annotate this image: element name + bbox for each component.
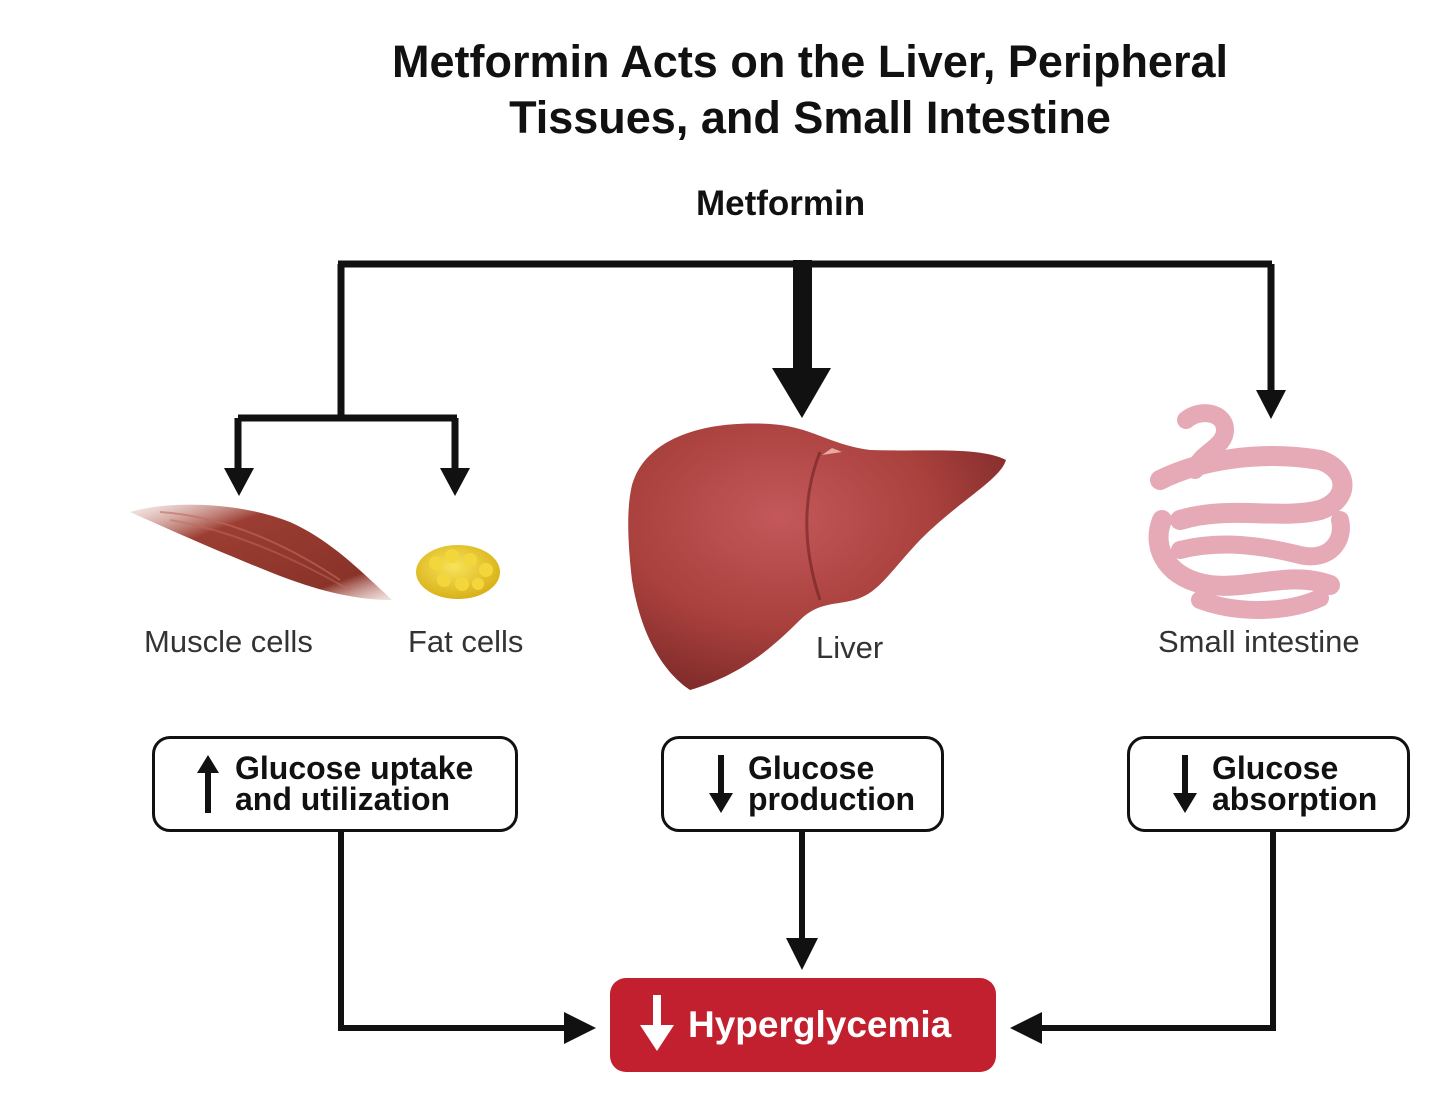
up-arrow-icon <box>181 755 235 813</box>
small-intestine-illustration <box>1148 404 1353 619</box>
drug-label: Metformin <box>696 184 866 223</box>
liver-label: Liver <box>816 630 884 665</box>
muscle-cells-label: Muscle cells <box>144 624 313 659</box>
hyperglycemia-outcome-box: Hyperglycemia <box>610 978 996 1072</box>
down-arrow-icon <box>694 755 748 813</box>
hyperglycemia-label: Hyperglycemia <box>688 1004 952 1045</box>
title-line-2: Tissues, and Small Intestine <box>509 92 1111 143</box>
intestine-effect-text: Glucose absorption <box>1212 750 1378 817</box>
intestine-arrowhead <box>1256 390 1286 419</box>
effect-to-outcome-lines <box>338 832 1276 1031</box>
peripheral-effect-text: Glucose uptake and utilization <box>235 750 474 817</box>
intestine-outcome-arrowhead <box>1010 1012 1042 1044</box>
liver-main-arrow-shaft <box>793 260 812 372</box>
peripheral-outcome-arrowhead <box>564 1012 596 1044</box>
small-intestine-label: Small intestine <box>1158 624 1360 659</box>
liver-effect-text: Glucose production <box>748 750 916 817</box>
liver-effect-box: Glucose production <box>661 736 944 832</box>
down-arrow-icon <box>1158 755 1212 813</box>
liver-main-arrowhead <box>772 368 831 418</box>
down-arrow-icon <box>640 994 674 1056</box>
peripheral-effect-box: Glucose uptake and utilization <box>152 736 518 832</box>
muscle-illustration <box>130 504 392 600</box>
fat-cells-illustration <box>416 545 500 599</box>
intestine-effect-box: Glucose absorption <box>1127 736 1410 832</box>
liver-illustration <box>628 423 1006 690</box>
fat-cells-label: Fat cells <box>408 624 524 659</box>
muscle-arrowhead <box>224 468 254 496</box>
title-line-1: Metformin Acts on the Liver, Peripheral <box>391 36 1228 87</box>
fat-arrowhead <box>440 468 470 496</box>
diagram-title: Metformin Acts on the Liver, Peripheral … <box>0 34 1440 146</box>
liver-outcome-arrowhead <box>786 938 818 970</box>
